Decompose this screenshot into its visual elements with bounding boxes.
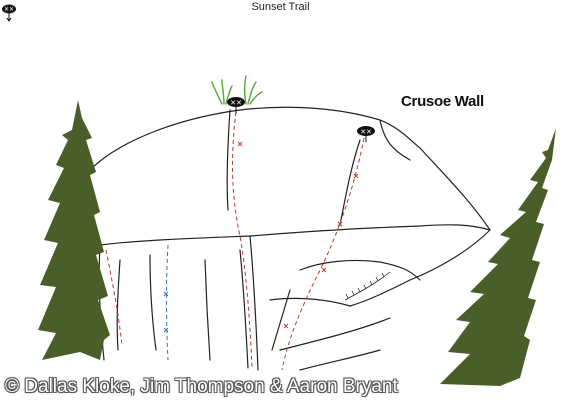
wall-title: Crusoe Wall (401, 93, 484, 110)
route-center-blue (166, 244, 169, 361)
anchor-legend-icon: ✕✕ (2, 4, 16, 22)
tree-icon (440, 128, 556, 386)
grass-icon (211, 75, 263, 105)
trail-label: Sunset Trail (251, 1, 310, 13)
anchor-icon: ✕✕ (357, 126, 375, 142)
route-left-red (105, 249, 123, 346)
route-right-red (281, 137, 365, 371)
tree-icon (38, 100, 110, 360)
route-center-red (232, 111, 253, 369)
roof-hatching (344, 271, 391, 301)
bolt-icon (163, 291, 169, 333)
svg-text:✕✕: ✕✕ (360, 128, 372, 136)
anchor-icon: ✕✕ (227, 97, 245, 114)
svg-text:✕✕: ✕✕ (4, 6, 14, 13)
svg-text:✕✕: ✕✕ (230, 99, 242, 107)
rock-outline (89, 106, 491, 371)
copyright-notice: © Dallas Kloke, Jim Thompson & Aaron Bry… (5, 376, 398, 397)
bolt-icon (237, 141, 359, 329)
